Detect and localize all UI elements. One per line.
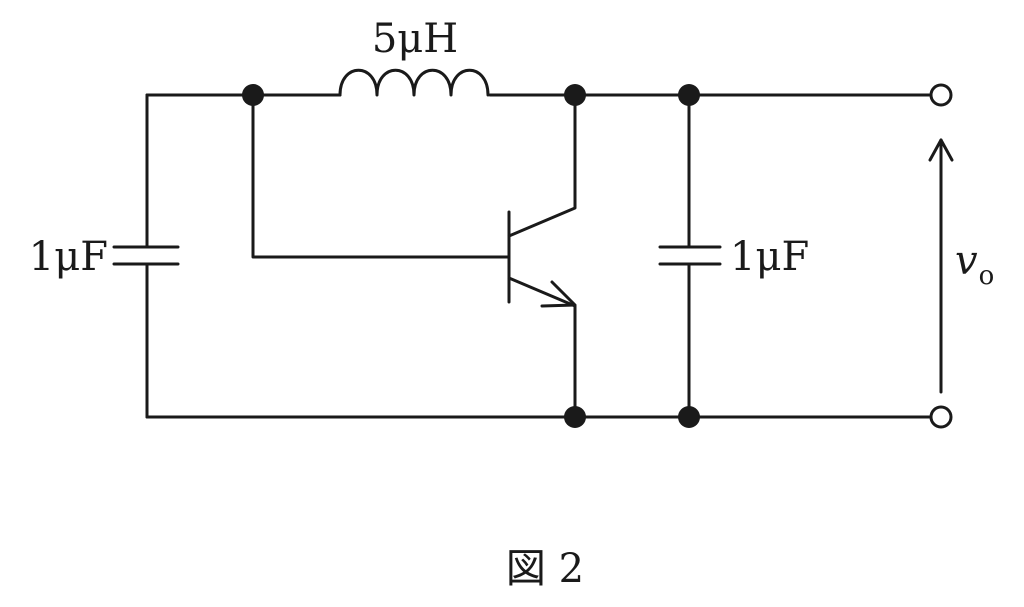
output-capacitor-branch xyxy=(658,93,722,419)
input-capacitor-label: 1μF xyxy=(29,234,108,280)
output-voltage-subscript: o xyxy=(979,261,995,291)
junction-dot xyxy=(242,84,264,106)
junction-dot xyxy=(678,84,700,106)
wire-base-drop xyxy=(251,93,510,259)
output-voltage-symbol: v xyxy=(955,238,978,284)
npn-transistor xyxy=(507,93,577,419)
junction-dot xyxy=(564,84,586,106)
output-voltage-label: vo xyxy=(955,238,994,291)
figure-caption: 図 2 xyxy=(506,546,584,592)
transistor-emitter xyxy=(507,276,577,419)
junction-dot xyxy=(564,406,586,428)
vo-arrow-head-icon xyxy=(928,138,954,162)
output-terminal-bottom xyxy=(929,405,953,429)
transistor-collector xyxy=(507,93,577,238)
emitter-arrow-icon xyxy=(540,280,577,308)
inductor-coil xyxy=(338,68,490,97)
junction-dot xyxy=(678,406,700,428)
left-branch xyxy=(112,93,180,419)
inductor-label: 5μH xyxy=(372,16,458,62)
output-capacitor-label: 1μF xyxy=(730,234,809,280)
output-terminal-top xyxy=(929,83,953,107)
